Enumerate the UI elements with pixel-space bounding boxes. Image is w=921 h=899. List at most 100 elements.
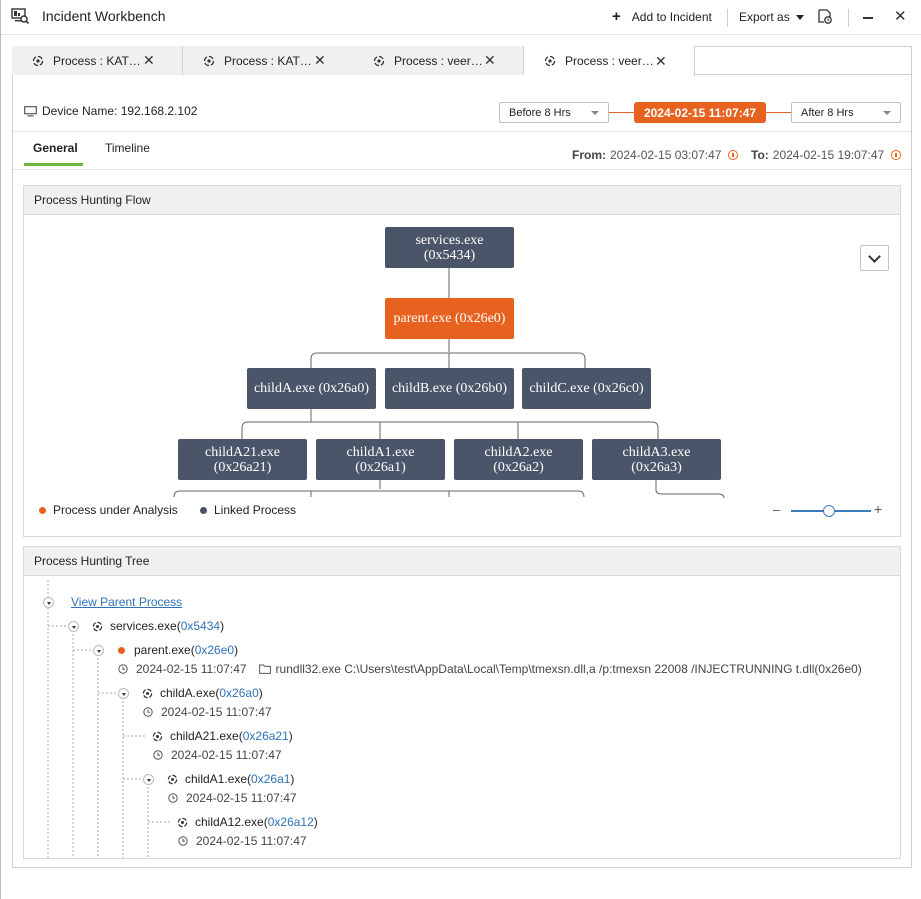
- close-tab-icon[interactable]: ✕: [655, 52, 667, 69]
- process-icon: [373, 55, 385, 66]
- flow-node-childA3[interactable]: childA3.exe (0x26a3): [592, 439, 721, 480]
- center-time-badge: 2024-02-15 11:07:47: [634, 102, 766, 123]
- zoom-slider-handle[interactable]: [823, 505, 835, 517]
- process-hunting-tree-panel: Process Hunting Tree: [23, 546, 901, 859]
- process-icon: [167, 774, 178, 784]
- tree-item-childA[interactable]: childA.exe(0x26a0): [142, 686, 263, 700]
- window-title: Incident Workbench: [42, 8, 166, 24]
- flow-node-childC[interactable]: childC.exe (0x26c0): [522, 368, 651, 409]
- scheduled-report-icon[interactable]: [818, 9, 832, 24]
- expand-toggle-icon[interactable]: [43, 597, 54, 608]
- view-parent-label: View Parent Process: [71, 595, 183, 609]
- tree-item-name: childA1.exe(: [185, 772, 252, 786]
- flow-node-childA2[interactable]: childA2.exe (0x26a2): [454, 439, 583, 480]
- tab-process-4[interactable]: Process : veer… ✕: [524, 46, 695, 76]
- process-icon: [32, 55, 44, 66]
- range-connector: [766, 112, 791, 113]
- info-icon[interactable]: [728, 150, 739, 160]
- add-to-incident-label: Add to Incident: [631, 10, 712, 24]
- flow-node-childA1[interactable]: childA1.exe (0x26a1): [316, 439, 445, 480]
- workbench-icon: [11, 8, 29, 24]
- tree-item-paren: ): [288, 729, 293, 743]
- node-name: childA21.exe: [204, 444, 281, 460]
- expand-toggle-icon[interactable]: [143, 774, 154, 785]
- before-range-dropdown[interactable]: Before 8 Hrs: [499, 102, 609, 123]
- tree-item-pid: 0x26a1: [251, 772, 291, 786]
- range-connector: [609, 112, 634, 113]
- process-icon: [152, 731, 163, 741]
- monitor-icon: [24, 105, 37, 116]
- node-pid: (0x26a1): [355, 459, 406, 475]
- tree-item-time: 2024-02-15 11:07:47: [171, 748, 282, 762]
- chevron-down-icon: [591, 111, 599, 115]
- node-name: childA3.exe: [622, 444, 691, 460]
- tree-item-services[interactable]: services.exe(0x5434): [92, 619, 224, 633]
- expand-toggle-icon[interactable]: [118, 688, 129, 699]
- tree-item-childA1[interactable]: childA1.exe(0x26a1): [167, 772, 294, 786]
- tab-process-1[interactable]: Process : KAT… ✕: [12, 46, 183, 75]
- process-hunting-flow-panel: Process Hunting Flow: [23, 185, 901, 537]
- process-icon: [203, 55, 215, 66]
- expand-toggle-icon[interactable]: [93, 645, 104, 656]
- export-as-label: Export as: [739, 10, 790, 24]
- tree-item-pid: 0x26a0: [219, 686, 259, 700]
- tree-item-meta: 2024-02-15 11:07:47: [153, 748, 282, 762]
- tree-item-time: 2024-02-15 11:07:47: [186, 791, 297, 805]
- legend-analysis-label: Process under Analysis: [53, 503, 178, 517]
- tab-process-3[interactable]: Process : veer… ✕: [353, 46, 524, 75]
- tree-panel-title: Process Hunting Tree: [24, 547, 900, 576]
- to-time: To: 2024-02-15 19:07:47: [751, 148, 902, 162]
- process-icon: [92, 621, 103, 631]
- toolbar-separator: [848, 9, 849, 27]
- to-value: 2024-02-15 19:07:47: [772, 148, 885, 162]
- divider: [13, 169, 911, 170]
- from-label: From:: [572, 148, 606, 162]
- close-tab-icon[interactable]: ✕: [484, 52, 496, 68]
- tab-label: Process : KAT…: [224, 53, 312, 68]
- close-tab-icon[interactable]: ✕: [314, 52, 326, 68]
- legend-analysis: Process under Analysis: [39, 503, 178, 517]
- close-window-button[interactable]: ✕: [894, 8, 907, 25]
- flow-node-parent[interactable]: parent.exe (0x26e0): [385, 298, 514, 339]
- clock-icon: [178, 836, 188, 846]
- to-label: To:: [751, 148, 769, 162]
- tree-item-paren: ): [290, 772, 295, 786]
- legend-linked: Linked Process: [200, 503, 296, 517]
- flow-node-childA21[interactable]: childA21.exe (0x26a21): [178, 439, 307, 480]
- tab-general[interactable]: General: [33, 141, 78, 155]
- flow-node-childB[interactable]: childB.exe (0x26b0): [385, 368, 514, 409]
- tree-item-time: 2024-02-15 11:07:47: [136, 662, 247, 676]
- info-icon[interactable]: [891, 150, 902, 160]
- tree-item-parent[interactable]: parent.exe(0x26e0): [118, 643, 238, 657]
- flow-node-services[interactable]: services.exe (0x5434): [385, 227, 514, 268]
- legend-linked-label: Linked Process: [214, 503, 297, 517]
- node-pid: (0x26a2): [493, 459, 544, 475]
- tab-process-2[interactable]: Process : KAT… ✕: [183, 46, 354, 75]
- clock-icon: [153, 750, 163, 760]
- tree-item-meta: 2024-02-15 11:07:47: [168, 791, 297, 805]
- tab-label: Process : veer…: [565, 54, 653, 68]
- active-tab-indicator: [24, 163, 83, 166]
- before-range-label: Before 8 Hrs: [509, 106, 571, 119]
- tree-item-name: childA.exe(: [160, 686, 220, 700]
- collapse-flow-button[interactable]: [860, 245, 889, 271]
- add-to-incident-button[interactable]: + Add to Incident: [612, 8, 712, 25]
- view-parent-process-link[interactable]: View Parent Process: [71, 595, 182, 609]
- plus-icon: +: [612, 8, 621, 25]
- tab-timeline[interactable]: Timeline: [105, 141, 150, 155]
- after-range-label: After 8 Hrs: [801, 106, 854, 119]
- zoom-in-button[interactable]: +: [874, 501, 883, 517]
- zoom-out-button[interactable]: –: [773, 502, 781, 517]
- flow-node-childA[interactable]: childA.exe (0x26a0): [247, 368, 376, 409]
- close-tab-icon[interactable]: ✕: [143, 52, 155, 68]
- export-as-button[interactable]: Export as: [739, 10, 804, 24]
- tree-item-time: 2024-02-15 11:07:47: [161, 705, 272, 719]
- expand-toggle-icon[interactable]: [68, 621, 79, 632]
- orange-dot-icon: [118, 646, 125, 654]
- after-range-dropdown[interactable]: After 8 Hrs: [791, 102, 901, 123]
- tree-item-childA21[interactable]: childA21.exe(0x26a21): [152, 729, 293, 743]
- divider: [13, 131, 911, 132]
- tree-item-name: services.exe(: [110, 619, 181, 633]
- minimize-button[interactable]: [863, 17, 873, 19]
- tree-item-childA12[interactable]: childA12.exe(0x26a12): [177, 815, 318, 829]
